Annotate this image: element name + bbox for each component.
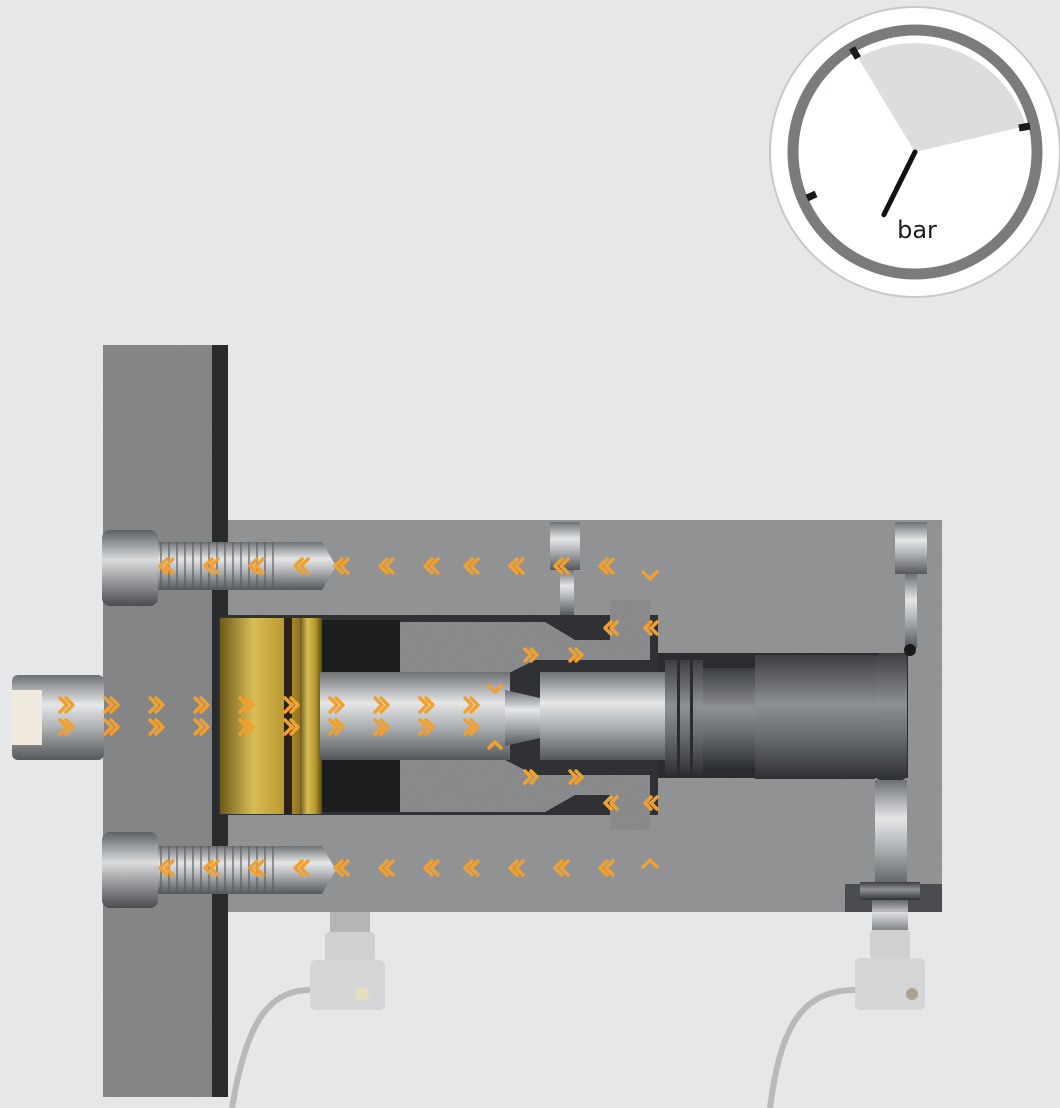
flow-chevron [283, 718, 300, 736]
pressure-fitting [12, 675, 104, 760]
gauge-unit-label: bar [897, 216, 937, 244]
flow-chevron [148, 696, 165, 714]
flow-chevron [203, 557, 220, 575]
flow-chevron [643, 795, 659, 811]
flow-chevron [523, 769, 539, 785]
flow-chevron [238, 718, 255, 736]
flow-chevron [523, 647, 539, 663]
mounting-plate [103, 345, 228, 1097]
flow-chevron [293, 557, 310, 575]
flow-chevron [641, 570, 659, 581]
flow-chevron [378, 557, 395, 575]
flow-chevron [508, 859, 525, 877]
flow-chevron [463, 696, 480, 714]
flow-chevron [598, 859, 615, 877]
gauge-tick [1018, 122, 1031, 132]
flow-chevron [103, 718, 120, 736]
flow-chevron [148, 718, 165, 736]
flow-chevron [193, 718, 210, 736]
flow-chevron [463, 557, 480, 575]
flow-chevron [193, 696, 210, 714]
flow-chevron [333, 859, 350, 877]
flow-chevron [293, 859, 310, 877]
flow-chevron [158, 859, 175, 877]
flow-chevron [418, 696, 435, 714]
flow-chevron [103, 696, 120, 714]
flow-chevron [423, 557, 440, 575]
gauge-zone [858, 43, 1026, 152]
mounting-screw-top [102, 530, 336, 606]
flow-chevron [203, 859, 220, 877]
flow-chevron [603, 620, 619, 636]
flow-chevron [373, 718, 390, 736]
flow-chevron [58, 696, 75, 714]
flow-arrows [58, 557, 659, 877]
flow-chevron [508, 557, 525, 575]
flow-chevron [643, 620, 659, 636]
flow-chevron [283, 696, 300, 714]
piston-rod [320, 600, 907, 830]
flow-chevron [463, 859, 480, 877]
flow-chevron [248, 557, 265, 575]
gauge-tick [805, 190, 818, 202]
flow-chevron [378, 859, 395, 877]
flow-chevron [373, 696, 390, 714]
flow-chevron [568, 647, 584, 663]
gauge-tick [848, 46, 862, 60]
flow-chevron [463, 718, 480, 736]
flow-chevron [603, 795, 619, 811]
flow-chevron [328, 696, 345, 714]
flow-chevron [333, 557, 350, 575]
flow-chevron [58, 718, 75, 736]
gauge-needle [881, 149, 918, 218]
flow-chevron [158, 557, 175, 575]
proximity-sensor-right [767, 780, 925, 1108]
flow-chevron [418, 718, 435, 736]
flow-chevron [568, 769, 584, 785]
flow-chevron [553, 557, 570, 575]
flow-chevron [487, 684, 503, 694]
flow-chevron [328, 718, 345, 736]
flow-chevron [423, 859, 440, 877]
flow-chevron [641, 858, 659, 869]
flow-chevron [553, 859, 570, 877]
flow-chevron [248, 859, 265, 877]
proximity-sensor-left [229, 912, 385, 1108]
flow-chevron [238, 696, 255, 714]
flow-chevron [598, 557, 615, 575]
top-port-right [895, 522, 927, 656]
flow-chevron [487, 740, 503, 750]
pressure-gauge: bar [769, 6, 1060, 298]
